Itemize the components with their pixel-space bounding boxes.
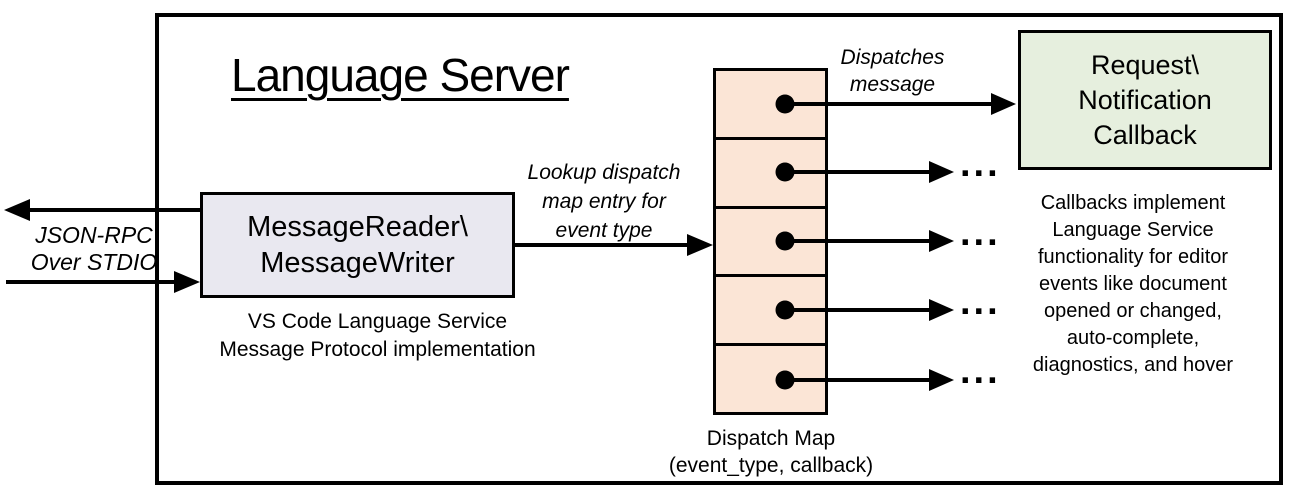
callback-box-line3: Callback xyxy=(1093,119,1197,150)
note-line: auto-complete, xyxy=(1066,327,1200,349)
dispatches-message-label: Dispatches message xyxy=(825,44,960,98)
ellipsis-row2: ... xyxy=(960,143,1001,185)
note-line: diagnostics, and hover xyxy=(1032,354,1234,376)
ellipsis-row5: ... xyxy=(960,350,1001,392)
dispatches-label-line1: Dispatches xyxy=(840,46,945,69)
dispatch-map-cell xyxy=(716,71,825,137)
diagram-title: Language Server xyxy=(231,49,570,101)
note-line: functionality for editor xyxy=(1037,246,1229,268)
map-caption-line1: Dispatch Map xyxy=(706,427,836,450)
lookup-label-line2: map entry for xyxy=(542,190,666,213)
message-box-line2: MessageWriter xyxy=(260,247,455,279)
request-notification-callback-box: Request\ Notification Callback xyxy=(1018,30,1272,170)
note-line: Language Service xyxy=(1052,219,1214,241)
dispatch-map xyxy=(713,68,828,415)
lookup-label-line1: Lookup dispatch xyxy=(527,161,681,184)
dispatch-map-cell xyxy=(716,274,825,343)
dispatch-map-caption: Dispatch Map (event_type, callback) xyxy=(655,425,887,479)
message-box-line1: MessageReader\ xyxy=(247,211,468,243)
dispatch-map-cell xyxy=(716,136,825,206)
dispatches-label-line2: message xyxy=(849,73,936,96)
dispatch-map-cell xyxy=(716,205,825,275)
callback-box-line1: Request\ xyxy=(1090,49,1200,80)
map-caption-line2: (event_type, callback) xyxy=(668,454,874,477)
note-line: events like document xyxy=(1039,273,1227,295)
json-rpc-label-line2: Over STDIO xyxy=(30,249,158,275)
ellipsis-row3: ... xyxy=(960,212,1001,254)
language-server-container xyxy=(155,13,1283,485)
ellipsis-row4: ... xyxy=(960,281,1001,323)
message-caption-line2: Message Protocol implementation xyxy=(219,338,536,361)
note-line: Callbacks implement xyxy=(1040,192,1226,214)
dispatch-map-cell xyxy=(716,343,825,412)
lookup-dispatch-label: Lookup dispatch map entry for event type xyxy=(517,158,691,245)
message-caption-line1: VS Code Language Service xyxy=(247,310,508,333)
json-rpc-label-line1: JSON-RPC xyxy=(35,222,153,248)
json-rpc-stdio-label: JSON-RPC Over STDIO xyxy=(18,222,170,276)
callback-box-line2: Notification xyxy=(1078,84,1212,115)
message-reader-writer-box: MessageReader\ MessageWriter xyxy=(200,192,515,298)
note-line: opened or changed, xyxy=(1044,300,1222,322)
lookup-label-line3: event type xyxy=(555,219,653,242)
message-box-caption: VS Code Language Service Message Protoco… xyxy=(190,308,565,364)
callbacks-note: Callbacks implement Language Service fun… xyxy=(1008,190,1258,379)
